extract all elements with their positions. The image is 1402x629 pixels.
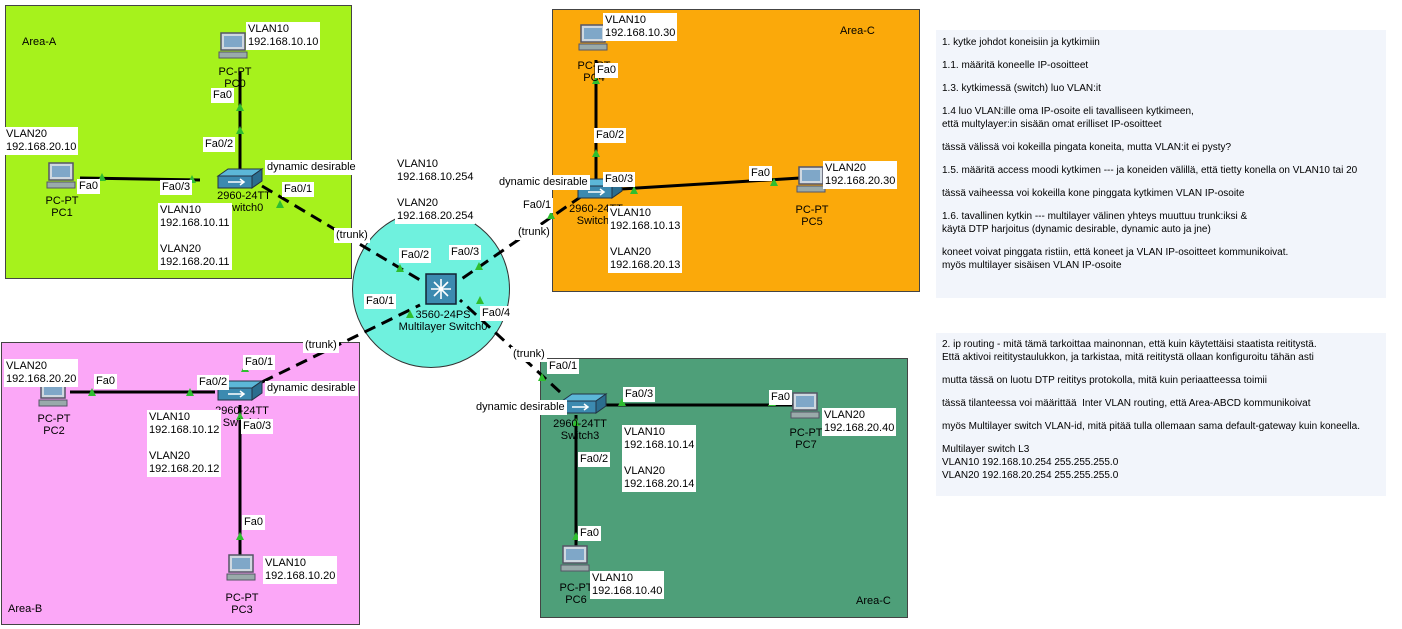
note-1-6: tässä vaiheessa voi kokeilla kone pingga… [942, 188, 1245, 199]
note-1-2: 1.3. kytkimessä (switch) luo VLAN:it [942, 83, 1101, 94]
note-1-4: tässä välissä voi kokeilla pingata konei… [942, 142, 1232, 153]
note-2-2: tässä tilanteessa voi määrittää Inter VL… [942, 398, 1311, 409]
switch3-dtp-mode: dynamic desirable [474, 400, 567, 415]
switch0-label: 2960-24TT Switch0 [217, 190, 271, 214]
port-mls-fa0-4: Fa0/4 [480, 306, 513, 321]
switch1-dtp-mode: dynamic desirable [265, 381, 358, 396]
port-pc5-fa0: Fa0 [749, 166, 772, 181]
area-a-label: Area-A [22, 36, 57, 48]
port-pc6-fa0: Fa0 [578, 526, 601, 541]
port-mls-fa0-3: Fa0/3 [449, 245, 482, 260]
pc0-computer-icon[interactable] [218, 32, 248, 62]
port-switch3-fa0-3: Fa0/3 [623, 387, 656, 402]
trunk-label-switch3: (trunk) [511, 347, 547, 362]
port-switch1-fa0-2: Fa0/2 [197, 375, 230, 390]
pc3-ip-label: VLAN10 192.168.10.20 [263, 556, 338, 584]
trunk-label-switch1: (trunk) [303, 338, 339, 353]
mls-ip-label: VLAN10 192.168.10.254 VLAN20 192.168.20.… [395, 157, 476, 224]
port-pc4-fa0: Fa0 [595, 63, 618, 78]
note-2-4: Multilayer switch L3 VLAN10 192.168.10.2… [942, 444, 1119, 481]
port-mls-fa0-1: Fa0/1 [364, 294, 397, 309]
pc7-label: PC-PT PC7 [789, 427, 823, 451]
pc1-ip-label: VLAN20 192.168.20.10 [4, 127, 79, 155]
port-pc0-fa0: Fa0 [211, 88, 234, 103]
note-2-0: 2. ip routing - mitä tämä tarkoittaa mai… [942, 339, 1317, 363]
pc7-computer-icon[interactable] [790, 392, 820, 422]
note-1-5: 1.5. määritä access moodi kytkimen --- j… [942, 165, 1358, 176]
pc0-label: PC-PT PC0 [218, 66, 252, 90]
note-2-1: mutta tässä on luotu DTP reititys protok… [942, 375, 1267, 386]
port-pc7-fa0: Fa0 [769, 390, 792, 405]
note-1-7: 1.6. tavallinen kytkin --- multilayer vä… [942, 211, 1248, 235]
note-1-1: 1.1. määritä koneelle IP-osoitteet [942, 60, 1089, 71]
port-switch2-fa0-2: Fa0/2 [594, 128, 627, 143]
pc6-computer-icon[interactable] [560, 545, 590, 575]
area-b-label: Area-B [8, 603, 43, 615]
port-switch0-fa0-3: Fa0/3 [160, 180, 193, 195]
port-switch3-fa0-2: Fa0/2 [578, 452, 611, 467]
switch3-label: 2960-24TT Switch3 [553, 418, 607, 442]
trunk-switch1-mls [261, 303, 421, 384]
pc3-label: PC-PT PC3 [225, 592, 259, 616]
port-switch1-fa0-3: Fa0/3 [241, 419, 274, 434]
switch2-dtp-mode: dynamic desirable [497, 175, 590, 190]
pc6-label: PC-PT PC6 [559, 582, 593, 606]
note-1-3: 1.4 luo VLAN:ille oma IP-osoite eli tava… [942, 106, 1194, 130]
switch1-ip-label: VLAN10 192.168.10.12 VLAN20 192.168.20.1… [147, 410, 222, 477]
pc2-label: PC-PT PC2 [37, 413, 71, 437]
switch2-ip-label: VLAN10 192.168.10.13 VLAN20 192.168.20.1… [608, 206, 683, 273]
pc4-ip-label: VLAN10 192.168.10.30 [603, 13, 678, 41]
note-2-3: myös Multilayer switch VLAN-id, mitä pit… [942, 421, 1360, 432]
multilayer-switch-label: 3560-24PS Multilayer Switch0 [398, 309, 488, 333]
port-switch1-fa0-1: Fa0/1 [243, 355, 276, 370]
port-switch0-fa0-1: Fa0/1 [282, 182, 315, 197]
port-switch3-fa0-1: Fa0/1 [547, 359, 580, 374]
note-1-0: 1. kytke johdot koneisiin ja kytkimiin [942, 37, 1100, 48]
area-c-top-label: Area-C [840, 25, 875, 37]
port-pc1-fa0: Fa0 [77, 179, 100, 194]
switch3-ip-label: VLAN10 192.168.10.14 VLAN20 192.168.20.1… [622, 425, 697, 492]
pc6-ip-label: VLAN10 192.168.10.40 [590, 571, 665, 599]
trunk-label-switch2: (trunk) [516, 225, 552, 240]
pc5-computer-icon[interactable] [796, 166, 826, 196]
trunk-label-switch0: (trunk) [334, 228, 370, 243]
pc1-computer-icon[interactable] [46, 162, 76, 192]
pc5-ip-label: VLAN20 192.168.20.30 [823, 161, 898, 189]
notes-panel-1: 1. kytke johdot koneisiin ja kytkimiin 1… [936, 30, 1386, 298]
port-switch2-fa0-3: Fa0/3 [603, 172, 636, 187]
note-1-8: koneet voivat pinggata ristiin, että kon… [942, 247, 1289, 271]
port-switch0-fa0-2: Fa0/2 [203, 137, 236, 152]
port-pc2-fa0: Fa0 [94, 374, 117, 389]
port-switch2-fa0-1: Fa0/1 [521, 198, 554, 213]
pc2-ip-label: VLAN20 192.168.20.20 [4, 359, 79, 387]
switch0-ip-label: VLAN10 192.168.10.11 VLAN20 192.168.20.1… [158, 203, 232, 270]
port-pc3-fa0: Fa0 [242, 515, 265, 530]
trunk-switch0-mls [261, 184, 421, 282]
port-mls-fa0-2: Fa0/2 [399, 248, 432, 263]
pc0-ip-label: VLAN10 192.168.10.10 [246, 22, 321, 50]
pc7-ip-label: VLAN20 192.168.20.40 [822, 408, 897, 436]
switch0-dtp-mode: dynamic desirable [265, 160, 358, 175]
notes-panel-2: 2. ip routing - mitä tämä tarkoittaa mai… [936, 333, 1386, 496]
pc1-label: PC-PT PC1 [45, 195, 79, 219]
pc3-computer-icon[interactable] [226, 554, 256, 584]
pc5-label: PC-PT PC5 [795, 204, 829, 228]
area-c-bottom-label: Area-C [856, 595, 891, 607]
